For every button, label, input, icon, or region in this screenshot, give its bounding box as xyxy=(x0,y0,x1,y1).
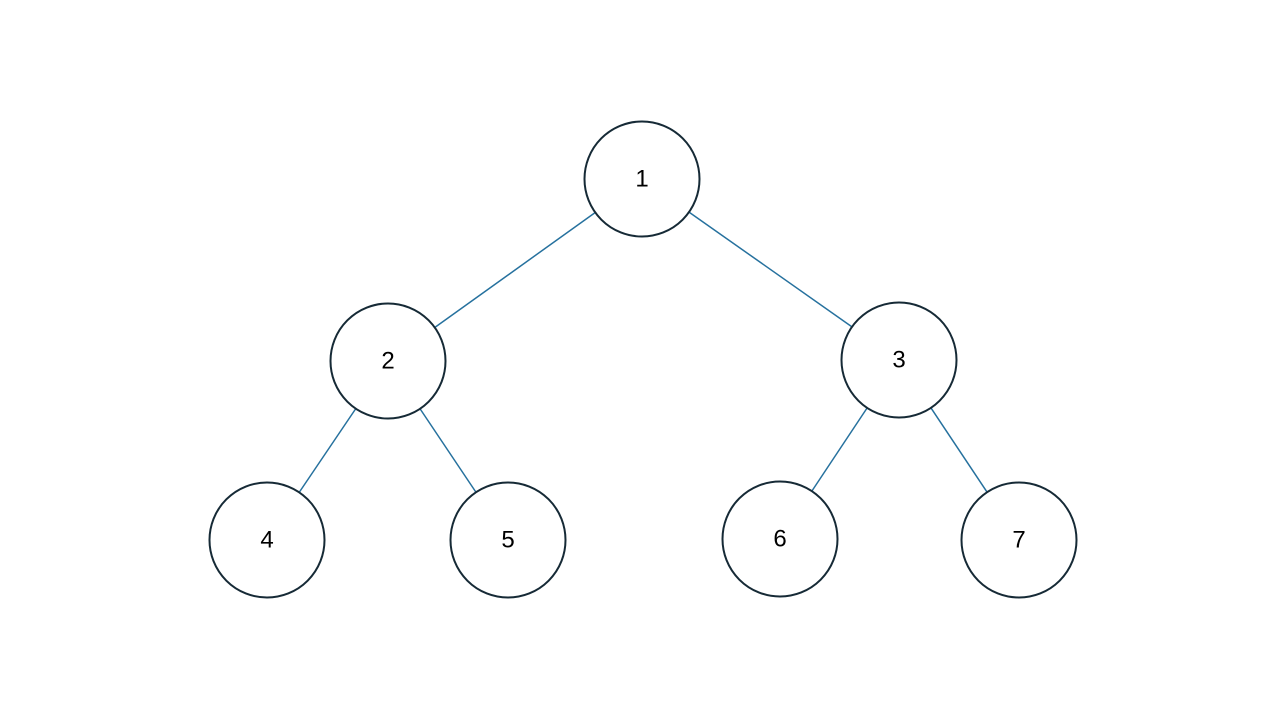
tree-node-circle xyxy=(721,480,839,598)
tree-node-circle xyxy=(960,481,1078,599)
tree-node-circle xyxy=(449,481,567,599)
tree-node-label: 3 xyxy=(892,347,905,374)
tree-node-circle xyxy=(208,481,326,599)
tree-node: 3 xyxy=(840,301,958,419)
tree-edge xyxy=(930,407,988,493)
tree-node-label: 5 xyxy=(501,527,514,554)
tree-node-label: 6 xyxy=(773,526,786,553)
tree-node-circle xyxy=(840,301,958,419)
tree-node-circle xyxy=(329,302,447,420)
tree-nodes-layer: 1 2 3 4 5 6 7 xyxy=(208,120,1078,599)
tree-node: 6 xyxy=(721,480,839,598)
tree-node-circle xyxy=(583,120,701,238)
tree-edge xyxy=(688,211,853,328)
tree-edge xyxy=(811,407,868,492)
tree-node: 1 xyxy=(583,120,701,238)
tree-node: 7 xyxy=(960,481,1078,599)
tree-node: 4 xyxy=(208,481,326,599)
tree-node-label: 4 xyxy=(260,527,273,554)
tree-edge xyxy=(434,211,596,329)
tree-edges-layer xyxy=(298,211,988,493)
tree-node-label: 2 xyxy=(381,348,394,375)
tree-edge xyxy=(298,408,357,493)
tree-edge xyxy=(419,408,477,493)
tree-node: 5 xyxy=(449,481,567,599)
tree-node: 2 xyxy=(329,302,447,420)
tree-node-label: 7 xyxy=(1012,527,1025,554)
tree-node-label: 1 xyxy=(635,166,648,193)
